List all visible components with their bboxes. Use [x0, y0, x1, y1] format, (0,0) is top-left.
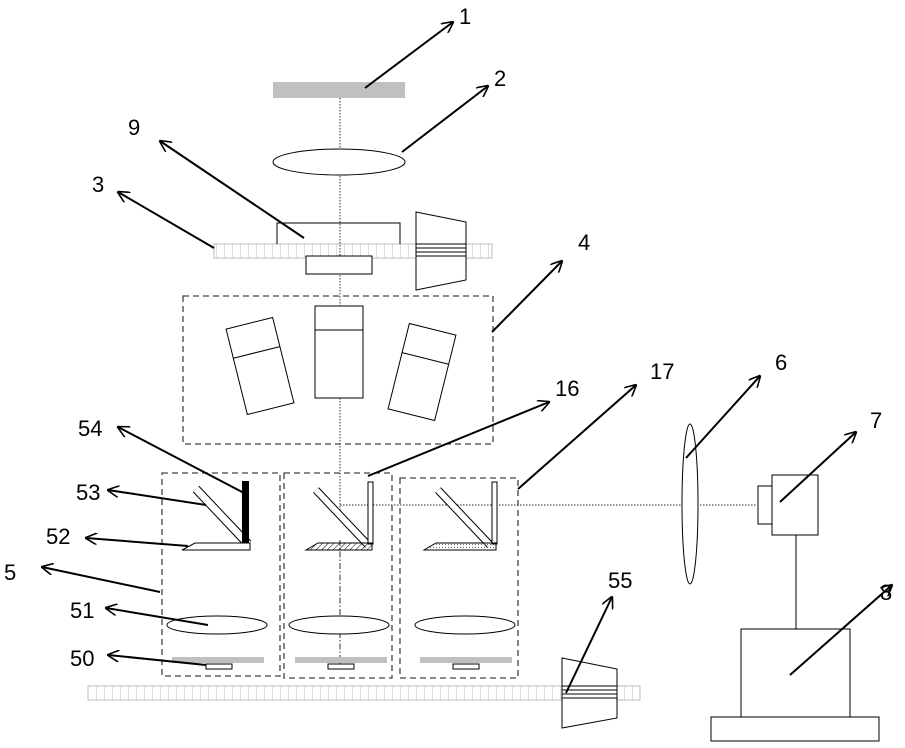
objective-right — [388, 324, 456, 421]
label-51: 51 — [70, 598, 94, 623]
label-52: 52 — [46, 524, 70, 549]
label-1: 1 — [459, 4, 471, 29]
objective-center — [315, 306, 363, 398]
label-2: 2 — [494, 66, 506, 91]
lower-motor — [562, 658, 617, 728]
label-54: 54 — [78, 416, 102, 441]
filter-module-center — [284, 473, 392, 678]
label-7: 7 — [870, 408, 882, 433]
computer — [711, 629, 879, 741]
right-module-optics — [415, 482, 515, 669]
upper-motor — [416, 212, 466, 290]
center-module-optics — [289, 482, 389, 669]
label-55: 55 — [608, 568, 632, 593]
filter-module-left — [162, 473, 280, 676]
label-53: 53 — [76, 480, 100, 505]
camera — [758, 475, 818, 535]
light-source — [273, 82, 405, 98]
label-5: 5 — [4, 560, 16, 585]
condenser-lens — [273, 149, 405, 175]
label-50: 50 — [70, 646, 94, 671]
label-4: 4 — [578, 230, 590, 255]
leader-arrows — [42, 22, 892, 693]
label-17: 17 — [650, 359, 674, 384]
objective-left — [226, 318, 294, 415]
label-9: 9 — [128, 115, 140, 140]
label-16: 16 — [555, 376, 579, 401]
lower-rack — [88, 686, 640, 700]
left-module-optics — [167, 481, 267, 669]
label-6: 6 — [775, 350, 787, 375]
label-3: 3 — [92, 172, 104, 197]
label-8: 8 — [880, 580, 892, 605]
